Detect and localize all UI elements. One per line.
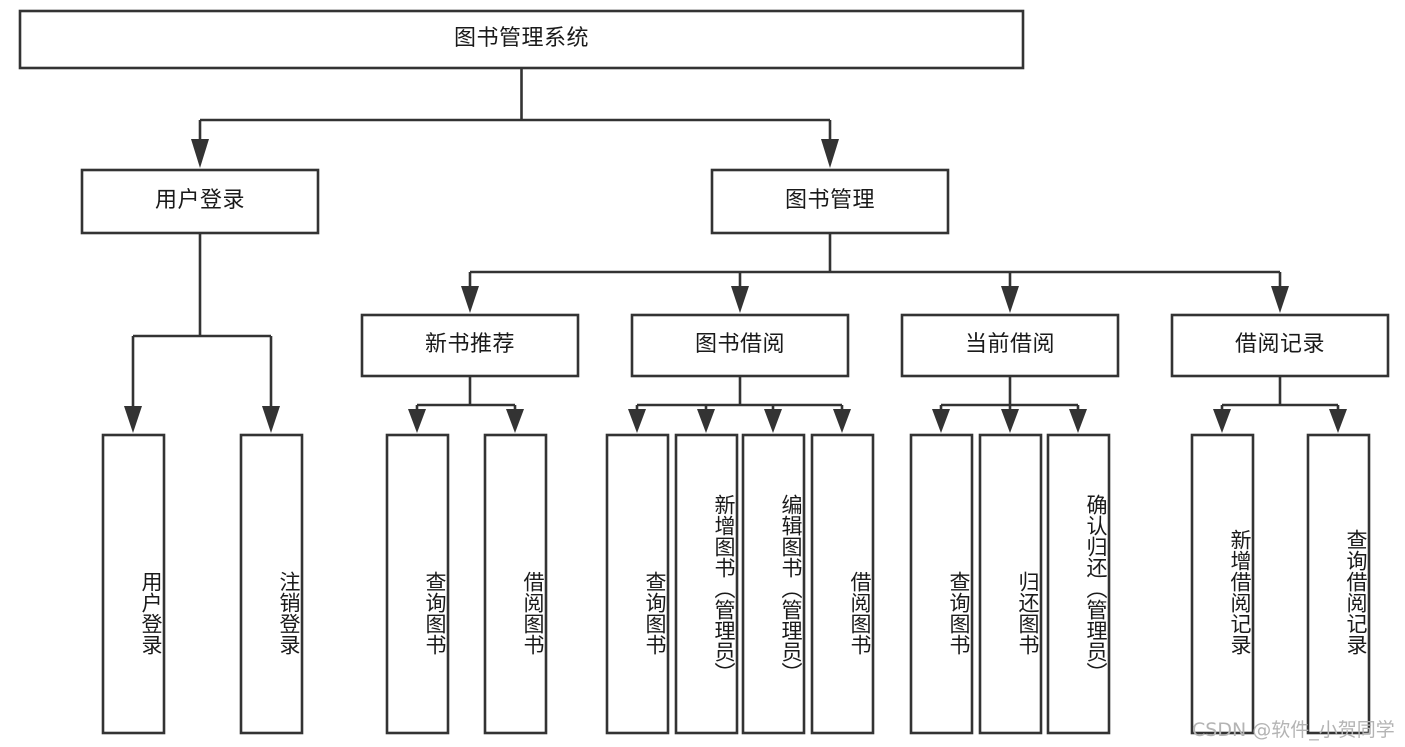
connector-newbook-to-leaves	[408, 376, 524, 433]
label-leaf-user-login-1: 注销登录	[277, 571, 301, 655]
label-root-book-management-system: 图书管理系统	[453, 26, 589, 52]
label-leaf-new-book-recommend-0: 查询图书	[423, 571, 447, 655]
label-leaf-current-borrow-0: 查询图书	[947, 571, 971, 655]
csdn-watermark: CSDN @软件_小贺同学	[1192, 719, 1395, 741]
label-leaf-current-borrow-1: 归还图书	[1016, 571, 1040, 655]
leaf-new-book-recommend-0[interactable]	[385, 433, 450, 735]
connector-currentborrow-to-leaves	[932, 376, 1087, 433]
leaf-current-borrow-1[interactable]	[978, 433, 1043, 735]
label-current-borrow: 当前借阅	[964, 332, 1055, 358]
label-user-login: 用户登录	[154, 188, 245, 214]
label-leaf-new-book-recommend-1: 借阅图书	[521, 571, 545, 655]
node-user-login[interactable]	[80, 168, 320, 235]
label-leaf-book-borrow-0: 查询图书	[643, 571, 667, 655]
connector-root-to-level2	[191, 68, 839, 168]
label-new-book-recommend: 新书推荐	[424, 332, 515, 358]
node-new-book-recommend[interactable]	[360, 313, 580, 378]
node-book-management[interactable]	[710, 168, 950, 235]
connector-borrowrecord-to-leaves	[1213, 376, 1347, 433]
leaf-book-borrow-2[interactable]	[741, 433, 806, 735]
leaf-book-borrow-0[interactable]	[605, 433, 670, 735]
leaf-book-borrow-1[interactable]	[674, 433, 739, 735]
label-leaf-book-borrow-1: 新增图书（管理员）	[712, 493, 736, 683]
node-root-book-management-system[interactable]	[18, 9, 1025, 70]
leaf-current-borrow-2[interactable]	[1046, 433, 1111, 735]
label-leaf-borrow-record-0: 新增借阅记录	[1228, 528, 1252, 655]
label-leaf-borrow-record-1: 查询借阅记录	[1344, 528, 1368, 655]
label-leaf-book-borrow-2: 编辑图书（管理员）	[779, 493, 803, 683]
label-book-management: 图书管理	[784, 188, 875, 214]
node-current-borrow[interactable]	[900, 313, 1120, 378]
label-book-borrow: 图书借阅	[694, 332, 785, 358]
node-borrow-record[interactable]	[1170, 313, 1390, 378]
label-leaf-book-borrow-3: 借阅图书	[848, 571, 872, 655]
node-book-borrow[interactable]	[630, 313, 850, 378]
label-leaf-user-login-0: 用户登录	[139, 571, 163, 655]
leaf-borrow-record-0[interactable]	[1190, 433, 1255, 735]
leaf-user-login-0[interactable]	[101, 433, 166, 735]
label-borrow-record: 借阅记录	[1234, 332, 1325, 358]
leaf-current-borrow-0[interactable]	[909, 433, 974, 735]
connector-bookborrow-to-leaves	[628, 376, 851, 433]
leaf-borrow-record-1[interactable]	[1306, 433, 1371, 735]
leaf-book-borrow-3[interactable]	[810, 433, 875, 735]
label-leaf-current-borrow-2: 确认归还（管理员）	[1084, 493, 1108, 683]
leaf-new-book-recommend-1[interactable]	[483, 433, 548, 735]
connector-bookmgmt-to-level3	[461, 233, 1289, 313]
connector-userlogin-to-leaves	[124, 233, 280, 433]
leaf-user-login-1[interactable]	[239, 433, 304, 735]
